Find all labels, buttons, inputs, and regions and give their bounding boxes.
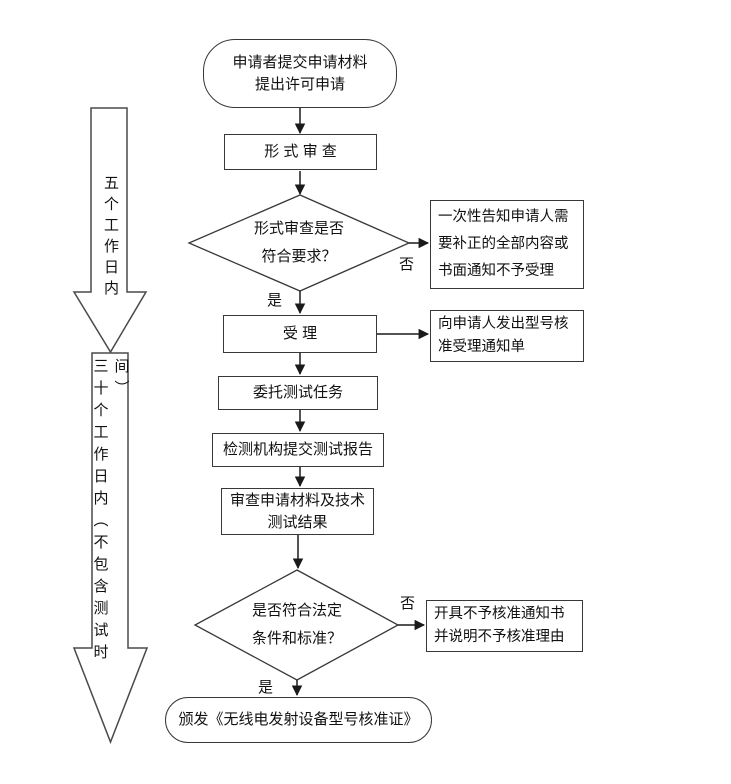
edge-label-yes-1: 是 [267, 292, 283, 309]
timeline-label-thirty-days-wrap: 三十个工作日内（不包含测试时间） [74, 358, 147, 698]
timeline-label-five-days-wrap: 五个工作日内 [74, 168, 147, 308]
node-notify-correction: 一次性告知申请人需 要补正的全部内容或 书面通知不予受理 [430, 200, 584, 289]
node-rejection-notice-label: 开具不予核准通知书 并说明不予核准理由 [434, 606, 565, 645]
timeline-label-thirty-days: 三十个工作日内（不包含测试时间） [91, 358, 130, 666]
node-assign-testing-label: 委托测试任务 [252, 384, 343, 401]
node-start: 申请者提交申请材料 提出许可申请 [203, 39, 397, 108]
node-test-report: 检测机构提交测试报告 [212, 433, 384, 467]
node-accept: 受 理 [223, 315, 377, 353]
timeline-arrow-thirty-days [72, 352, 149, 745]
edge-label-no-1: 否 [399, 256, 415, 273]
node-standards-decision-label: 是否符合法定 条件和标准？ [251, 602, 342, 647]
node-issue-certificate: 颁发《无线电发射设备型号核准证》 [165, 697, 432, 743]
edge-label-yes-2: 是 [258, 679, 274, 696]
edge-label-no-2: 否 [400, 595, 416, 612]
node-issue-certificate-label: 颁发《无线电发射设备型号核准证》 [178, 711, 419, 728]
node-notify-correction-label: 一次性告知申请人需 要补正的全部内容或 书面通知不予受理 [438, 209, 569, 279]
node-test-report-label: 检测机构提交测试报告 [222, 441, 373, 458]
timeline-arrow-five-days [72, 107, 148, 354]
node-review-materials: 审查申请材料及技术 测试结果 [221, 488, 374, 535]
node-formal-review-label: 形 式 审 查 [264, 143, 337, 160]
node-assign-testing: 委托测试任务 [218, 376, 378, 410]
node-accept-label: 受 理 [282, 325, 318, 342]
timeline-label-five-days: 五个工作日内 [102, 175, 119, 301]
node-rejection-notice: 开具不予核准通知书 并说明不予核准理由 [426, 600, 583, 652]
node-start-label: 申请者提交申请材料 提出许可申请 [232, 53, 368, 93]
node-formal-review-decision-label: 形式审查是否 符合要求？ [253, 220, 344, 265]
node-review-materials-label: 审查申请材料及技术 测试结果 [229, 491, 365, 531]
node-acceptance-notice: 向申请人发出型号核 准受理通知单 [430, 310, 584, 362]
node-acceptance-notice-label: 向申请人发出型号核 准受理通知单 [438, 316, 569, 355]
node-formal-review: 形 式 审 查 [224, 134, 377, 170]
